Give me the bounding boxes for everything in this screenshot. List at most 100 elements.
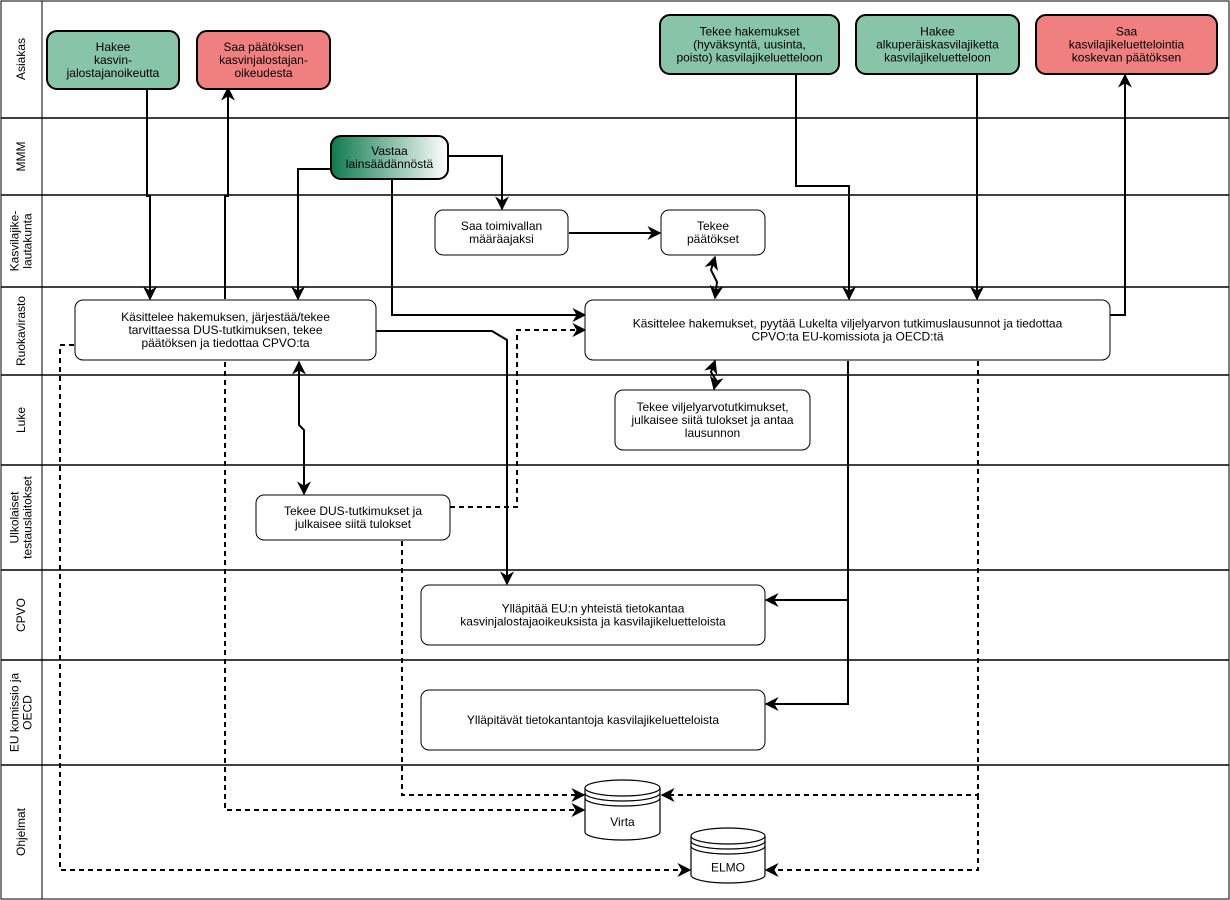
node-label-line: päätökset xyxy=(687,232,740,246)
node-box xyxy=(584,299,1111,361)
lane-label-line: Ruokavirasto xyxy=(14,296,28,366)
node-virta: Virta xyxy=(584,779,661,841)
lane-label-line: testauslaitokset xyxy=(21,475,35,558)
node-label-line: päätöksen ja tiedottaa CPVO:ta xyxy=(141,336,309,350)
node-label: Tekee viljelyarvotutkimukset,julkaisee s… xyxy=(630,400,793,440)
node-label: Käsittelee hakemukset, pyytää Lukelta vi… xyxy=(633,317,1063,344)
lane-label-ohjelmat: Ohjelmat xyxy=(14,807,28,856)
node-label: Virta xyxy=(610,815,635,829)
node-label-line: kasvinjalostajaoikeuksista ja kasvilajik… xyxy=(460,615,726,629)
lane-label-asiakas: Asiakas xyxy=(14,38,28,80)
node-label-line: Saa xyxy=(1116,25,1138,39)
node-box xyxy=(255,494,451,541)
node-box xyxy=(420,689,766,751)
node-elmo: ELMO xyxy=(690,827,766,884)
lane-label-line: Ohjelmat xyxy=(14,807,28,856)
node-label-line: Ylläpitävät tietokantantoja kasvilajikel… xyxy=(467,713,719,727)
database-rim xyxy=(690,840,766,850)
edge-hakemukset-to-kasittelee xyxy=(795,74,856,301)
edge-dashed-kasittelee-to-virta xyxy=(224,362,586,817)
edge-vastaa-to-kasittelee xyxy=(291,168,331,301)
node-box xyxy=(855,14,1020,75)
node-label-line: Tekee viljelyarvotutkimukset, xyxy=(636,400,788,414)
node-box xyxy=(659,14,840,75)
node-label-line: määräajaksi xyxy=(469,232,534,246)
edge-kasittelee-dus-tekee-dus xyxy=(292,360,311,496)
node-label-line: lainsäädännöstä xyxy=(346,157,434,171)
database-rim xyxy=(584,792,661,802)
node-box xyxy=(74,299,377,361)
node-label-line: Hakee xyxy=(96,40,131,54)
node-label: ELMO xyxy=(711,861,745,875)
node-kasittelee-luke: Käsittelee hakemukset, pyytää Lukelta vi… xyxy=(584,299,1111,361)
node-label-line: Virta xyxy=(610,815,635,829)
node-tekee-hakemukset: Tekee hakemukset(hyväksyntä, uusinta,poi… xyxy=(659,14,840,75)
node-label-line: Vastaa xyxy=(371,144,408,158)
lane-label-ruokavirasto: Ruokavirasto xyxy=(14,296,28,366)
lane-label-line: Ulkolaiset xyxy=(8,491,22,544)
node-label-line: ELMO xyxy=(711,861,745,875)
edge-dashed-tekee-dus-to-virta xyxy=(401,541,586,802)
node-label-line: julkaisee siitä tulokset xyxy=(294,517,412,531)
database-rim xyxy=(584,797,661,807)
node-label-line: Hakee xyxy=(920,25,955,39)
edge-vastaa-to-kasittelee-luke xyxy=(391,177,587,322)
node-label-line: tarvittaessa DUS-tutkimuksen, tekee xyxy=(128,323,322,337)
database-rim xyxy=(690,845,766,855)
lane-label-cpvo: CPVO xyxy=(14,598,28,632)
node-label-line: oikeudesta xyxy=(234,66,292,80)
lane-label-line: lautakunta xyxy=(21,213,35,269)
node-box xyxy=(46,30,180,90)
edge-kasittelee-to-saa-paatoksen xyxy=(221,86,235,299)
node-label-line: kasvilajikeluetteloon xyxy=(884,51,991,65)
lane-label-mmm: MMM xyxy=(14,142,28,172)
node-eu-tietokanta: Ylläpitävät tietokantantoja kasvilajikel… xyxy=(420,689,766,751)
edge-kasittelee-to-eu xyxy=(764,600,849,711)
node-label-line: kasvinjalostajan- xyxy=(219,53,308,67)
edge-paatokset-kasittelee xyxy=(704,255,724,300)
database-shape xyxy=(584,779,661,841)
node-box xyxy=(614,389,811,451)
lane-label-eu: EU komissio jaOECD xyxy=(8,673,35,753)
node-label-line: alkuperäiskasvilajiketta xyxy=(876,38,999,52)
node-box xyxy=(434,209,569,256)
node-box xyxy=(196,30,331,90)
node-label-line: (hyväksyntä, uusinta, xyxy=(693,38,806,52)
lane-label-ulkolaiset: Ulkolaisettestauslaitokset xyxy=(8,475,35,558)
node-tekee-viljely: Tekee viljelyarvotutkimukset,julkaisee s… xyxy=(614,389,811,451)
node-label-line: julkaisee siitä tulokset ja antaa xyxy=(630,413,793,427)
lane-label-line: MMM xyxy=(14,142,28,172)
node-label-line: poisto) kasvilajikeluetteloon xyxy=(676,51,822,65)
node-label-line: lausunnon xyxy=(685,426,740,440)
node-label-line: kasvin- xyxy=(94,53,132,67)
lane-label-line: Asiakas xyxy=(14,38,28,80)
edge-vastaa-to-toimivalta xyxy=(448,155,509,211)
lane-label-luke: Luke xyxy=(14,407,28,433)
node-box xyxy=(330,135,449,180)
node-label-line: Tekee DUS-tutkimukset ja xyxy=(284,504,422,518)
edge-kasittelee-to-saa-kasvilajike xyxy=(1110,73,1132,316)
connectors xyxy=(59,73,1132,877)
edge-kasittelee-to-cpvo xyxy=(376,330,514,586)
node-label: Tekee hakemukset(hyväksyntä, uusinta,poi… xyxy=(676,25,822,65)
node-label-line: CPVO:ta EU-komissiota ja OECD:tä xyxy=(751,330,943,344)
database-rim xyxy=(690,835,766,845)
node-label-line: Käsittelee hakemuksen, järjestää/tekee xyxy=(121,310,330,324)
node-box xyxy=(420,584,766,646)
